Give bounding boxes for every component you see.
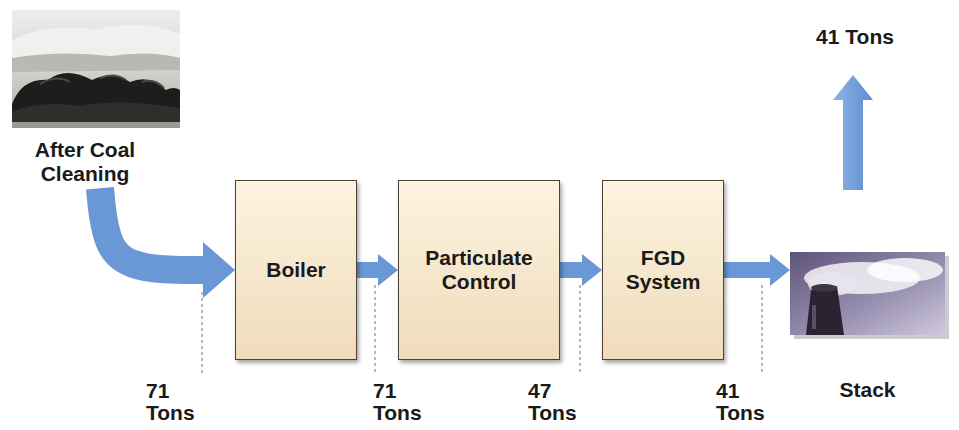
flow-arrow — [560, 262, 582, 278]
ground-strip — [12, 122, 180, 128]
stack-photo — [790, 252, 949, 339]
process-box: Boiler — [235, 180, 357, 360]
emission-arrow — [833, 75, 873, 190]
process-box: FGD System — [602, 180, 724, 360]
smokestack-rim — [811, 284, 837, 292]
measure-line — [201, 292, 202, 374]
coal-photo-ground — [12, 10, 180, 128]
photo-caption: Stack — [790, 250, 945, 402]
ground-strip — [12, 53, 180, 72]
stack-highlight — [812, 305, 816, 329]
stack-photo-ground — [790, 252, 945, 335]
node-text: FGD System — [613, 246, 713, 294]
coal-highlight — [40, 75, 164, 88]
tonnage-label: 41 Tons — [816, 26, 894, 48]
measure-line — [579, 285, 580, 374]
node-text: Particulate Control — [409, 246, 549, 294]
measure-line — [761, 285, 762, 374]
node-text: Boiler — [266, 258, 326, 282]
measure-line — [374, 285, 375, 374]
flow-arrow — [100, 188, 203, 270]
tonnage-label: 47 Tons — [528, 380, 577, 424]
coal-pile — [12, 102, 180, 128]
tonnage-label: 41 Tons — [716, 380, 765, 424]
coal-photo — [12, 10, 180, 128]
node-text: Stack — [790, 378, 945, 402]
smoke-plume — [867, 258, 943, 282]
photo-caption: After Coal Cleaning — [10, 8, 160, 186]
flow-arrow — [357, 262, 378, 278]
smokestack — [806, 286, 844, 335]
process-box: Particulate Control — [398, 180, 560, 360]
tonnage-label: 71 Tons — [373, 380, 422, 424]
node-text: After Coal Cleaning — [10, 138, 160, 186]
tonnage-label: 71 Tons — [146, 380, 195, 424]
flow-arrow — [724, 262, 770, 278]
